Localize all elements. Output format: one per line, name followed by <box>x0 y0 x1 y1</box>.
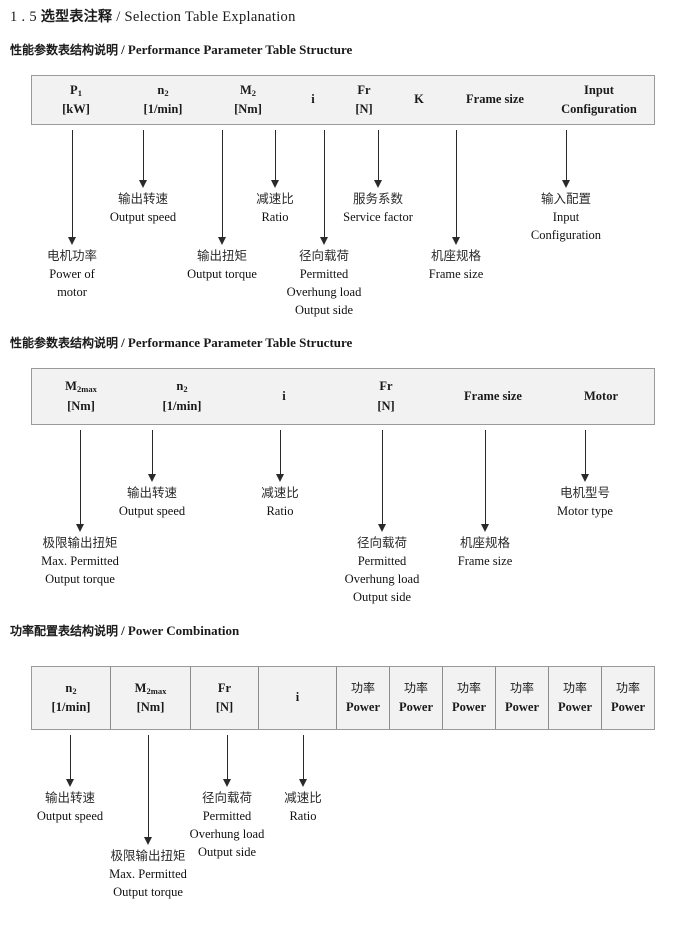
note-overhung-load-3: 径向载荷 Permitted Overhung load Output side <box>189 790 265 860</box>
table3-col-fr: Fr [N] <box>190 667 258 729</box>
arrow-to-output-speed-3 <box>66 735 75 787</box>
arrow-to-output-speed-2 <box>148 430 157 482</box>
arrow-to-frame-size-2 <box>481 430 490 532</box>
table1-col-input-configuration: Input Configuration <box>561 82 637 116</box>
table3-col-i: i <box>258 667 336 729</box>
note-max-permitted-output-torque: 极限输出扭矩 Max. Permitted Output torque <box>41 535 119 587</box>
table2-col-n2: n2 [1/min] <box>162 379 202 413</box>
table1-col-i: i <box>311 92 315 107</box>
arrow-to-overhung-load-2 <box>378 430 387 532</box>
page-title-cn: 选型表注释 <box>40 9 113 25</box>
note-input-configuration: 输入配置 Input Configuration <box>530 191 602 243</box>
section-heading-2-sep: / <box>121 335 125 350</box>
table3-col-power-5: 功率 Power <box>548 667 601 729</box>
note-frame-size-2: 机座规格 Frame size <box>457 535 513 569</box>
note-ratio-3: 减速比 Ratio <box>284 790 322 824</box>
performance-parameter-table-1: P1 [kW] n2 [1/min] M2 [Nm] i Fr [N] K Fr… <box>31 75 655 125</box>
section-heading-2-cn: 性能参数表结构说明 <box>10 336 119 350</box>
table3-col-power-4: 功率 Power <box>495 667 548 729</box>
page-title: 1 . 5 选型表注释 / Selection Table Explanatio… <box>10 6 296 26</box>
table2-col-m2max: M2max [Nm] <box>65 379 97 413</box>
table3-col-power-2: 功率 Power <box>389 667 442 729</box>
section-heading-1-sep: / <box>121 42 125 57</box>
section-heading-3-en: Power Combination <box>127 623 240 638</box>
table2-col-frame-size: Frame size <box>464 388 522 403</box>
arrow-to-output-torque <box>218 130 227 245</box>
arrow-to-input-configuration <box>562 130 571 188</box>
page-title-number: 1 . 5 <box>10 9 37 25</box>
table3-col-n2: n2 [1/min] <box>51 680 91 714</box>
table2-col-i: i <box>282 388 286 403</box>
section-heading-1: 性能参数表结构说明 / Performance Parameter Table … <box>10 41 352 58</box>
note-max-permitted-output-torque-3: 极限输出扭矩 Max. Permitted Output torque <box>109 848 187 900</box>
table3-col-m2max: M2max [Nm] <box>110 667 190 729</box>
arrow-to-max-permitted-output-torque-3 <box>144 735 153 845</box>
note-output-speed-2: 输出转速 Output speed <box>118 485 186 519</box>
note-ratio: 减速比 Ratio <box>256 191 294 225</box>
section-heading-2-en: Performance Parameter Table Structure <box>127 335 353 350</box>
performance-parameter-table-2: M2max [Nm] n2 [1/min] i Fr [N] Frame siz… <box>31 368 655 425</box>
table3-col-power-3: 功率 Power <box>442 667 495 729</box>
arrow-to-output-speed <box>139 130 148 188</box>
section-heading-3: 功率配置表结构说明 / Power Combination <box>10 622 239 639</box>
section-heading-3-cn: 功率配置表结构说明 <box>10 624 119 638</box>
note-overhung-load-2: 径向载荷 Permitted Overhung load Output side <box>344 535 420 605</box>
arrow-to-ratio-3 <box>299 735 308 787</box>
table1-col-k: K <box>414 92 424 107</box>
power-combination-table: n2 [1/min] M2max [Nm] Fr [N] i 功率 Power … <box>31 666 655 730</box>
note-overhung-load: 径向载荷 Permitted Overhung load Output side <box>286 248 362 318</box>
section-heading-2: 性能参数表结构说明 / Performance Parameter Table … <box>10 334 352 351</box>
note-service-factor: 服务系数 Service factor <box>343 191 413 225</box>
arrow-to-ratio-2 <box>276 430 285 482</box>
table2-col-motor: Motor <box>583 388 618 403</box>
table1-col-m2: M2 [Nm] <box>234 82 262 116</box>
arrow-to-ratio <box>271 130 280 188</box>
page-title-separator: / <box>116 9 121 25</box>
note-output-torque: 输出扭矩 Output torque <box>187 248 257 282</box>
note-output-speed: 输出转速 Output speed <box>109 191 177 225</box>
arrow-to-power-of-motor <box>68 130 77 245</box>
table1-col-p1: P1 [kW] <box>62 82 90 116</box>
table1-col-fr: Fr [N] <box>355 82 373 116</box>
table3-col-power-1: 功率 Power <box>336 667 389 729</box>
arrow-to-frame-size <box>452 130 461 245</box>
note-ratio-2: 减速比 Ratio <box>261 485 299 519</box>
arrow-to-motor-type <box>581 430 590 482</box>
table3-col-power-6: 功率 Power <box>601 667 654 729</box>
table2-col-fr: Fr [N] <box>377 379 395 413</box>
table1-col-frame-size: Frame size <box>466 92 524 107</box>
arrow-to-max-permitted-output-torque <box>76 430 85 532</box>
section-heading-3-sep: / <box>121 623 125 638</box>
note-frame-size: 机座规格 Frame size <box>428 248 484 282</box>
section-heading-1-en: Performance Parameter Table Structure <box>127 42 353 57</box>
arrow-to-service-factor <box>374 130 383 188</box>
table1-col-n2: n2 [1/min] <box>143 82 183 116</box>
note-output-speed-3: 输出转速 Output speed <box>36 790 104 824</box>
note-power-of-motor: 电机功率 Power of motor <box>46 248 98 300</box>
note-motor-type: 电机型号 Motor type <box>557 485 613 519</box>
arrow-to-overhung-load <box>320 130 329 245</box>
arrow-to-overhung-load-3 <box>223 735 232 787</box>
section-heading-1-cn: 性能参数表结构说明 <box>10 43 119 57</box>
page-title-en: Selection Table Explanation <box>124 9 296 25</box>
